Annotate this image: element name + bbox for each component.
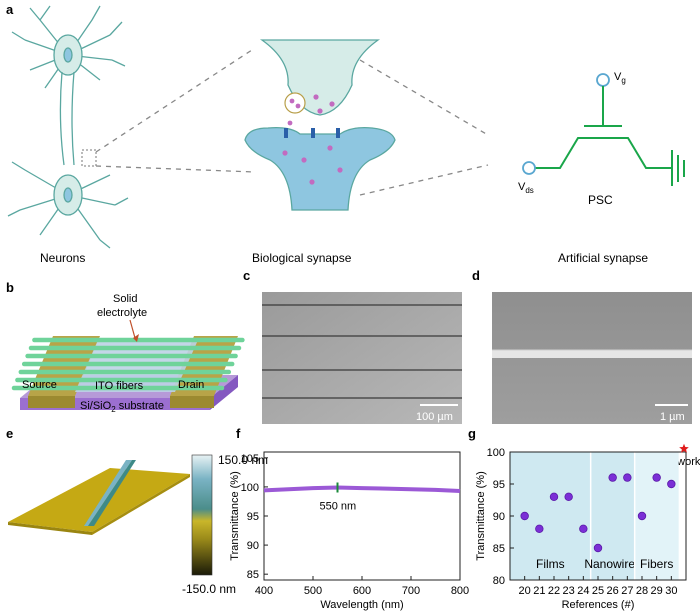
data-point [652, 473, 661, 482]
scale-bar-c: 100 µm [416, 411, 453, 423]
x-axis-label-g: References (#) [562, 599, 635, 611]
artificial-synapse-circuit [522, 73, 685, 186]
x-tick-label-g: 24 [577, 585, 589, 597]
panel-e: e 150.0 nm -150.0 nm [6, 426, 268, 596]
colorbar-bottom: -150.0 nm [182, 582, 236, 596]
label-substrate: Si/SiO2 substrate [80, 400, 164, 414]
label-solid: Solid [113, 293, 137, 305]
caption-biological: Biological synapse [252, 251, 352, 265]
panel-f-letter: f [236, 426, 241, 441]
data-point [667, 479, 676, 489]
y-tick-label-f: 105 [241, 453, 259, 465]
y-tick-label-g: 95 [493, 479, 505, 491]
zoom-lines [95, 47, 489, 196]
x-tick-label-g: 28 [636, 585, 648, 597]
panel-c: c 100 µm [243, 268, 462, 424]
y-tick-label-f: 85 [247, 569, 259, 581]
label-drain: Drain [178, 379, 204, 391]
this-work-star [679, 443, 689, 453]
plot-frame-f [263, 451, 461, 581]
panel-a-letter: a [6, 2, 14, 17]
x-axis-label-f: Wavelength (nm) [320, 599, 403, 611]
y-tick-label-f: 100 [241, 482, 259, 494]
data-point [520, 511, 529, 521]
data-point [564, 492, 573, 501]
annotation-550nm: 550 nm [320, 500, 357, 512]
y-tick-label-g: 80 [493, 575, 505, 587]
y-tick-label-g: 100 [487, 447, 505, 459]
panel-d-letter: d [472, 268, 480, 283]
y-axis-label-f: Transmittance (%) [229, 471, 241, 560]
y-tick-label-f: 95 [247, 511, 259, 523]
label-ito-fibers: ITO fibers [95, 380, 144, 392]
data-point [549, 492, 559, 501]
vg-label: Vg [614, 71, 626, 85]
label-electrolyte: electrolyte [97, 307, 147, 319]
chart-transmittance-wavelength: f 550 nm 400 500 600 700 800 85 90 95 100 105Wave… [229, 426, 469, 611]
data-point [535, 524, 544, 533]
panel-e-letter: e [6, 426, 13, 441]
x-tick-label-f: 700 [402, 585, 420, 597]
label-source: Source [22, 379, 57, 391]
y-axis-label-g: Transmittance (%) [475, 471, 487, 560]
neuron-illustration [7, 5, 129, 249]
x-tick-label-g: 25 [592, 585, 604, 597]
x-tick-label-g: 26 [607, 585, 619, 597]
data-point [637, 511, 647, 521]
x-tick-label-g: 29 [651, 585, 663, 597]
group-label: Fibers [640, 557, 673, 571]
caption-neurons: Neurons [40, 251, 85, 265]
group-label: Films [536, 557, 565, 571]
biological-synapse [244, 39, 396, 211]
x-tick-label-f: 600 [353, 585, 371, 597]
panel-d: d 1 µm [472, 268, 692, 424]
x-tick-label-g: 22 [548, 585, 560, 597]
data-point [608, 473, 617, 482]
data-point [579, 524, 588, 533]
panel-g-letter: g [468, 426, 476, 441]
scale-bar-d: 1 µm [660, 411, 685, 423]
series-line-f [263, 485, 461, 493]
x-tick-label-f: 500 [304, 585, 322, 597]
x-tick-label-g: 21 [533, 585, 545, 597]
psc-label: PSC [588, 193, 613, 207]
x-tick-label-g: 20 [519, 585, 531, 597]
y-tick-label-g: 90 [493, 511, 505, 523]
group-band [590, 452, 635, 580]
x-tick-label-g: 23 [563, 585, 575, 597]
data-point [623, 473, 632, 482]
panel-c-letter: c [243, 268, 250, 283]
colorbar-top: 150.0 nm [218, 453, 268, 467]
vds-label: Vds [518, 181, 534, 195]
data-point [593, 543, 603, 553]
colorbar [191, 454, 213, 576]
y-tick-label-g: 85 [493, 543, 505, 555]
panel-b-letter: b [6, 280, 14, 295]
ito-fibers [11, 337, 245, 391]
sem-image-c [262, 292, 462, 424]
caption-artificial: Artificial synapse [558, 251, 648, 265]
x-tick-label-g: 30 [665, 585, 677, 597]
chart-transmittance-references: g This work FilmsNanowiresFibers20212223… [468, 426, 700, 611]
x-tick-label-g: 27 [621, 585, 633, 597]
y-tick-label-f: 90 [247, 540, 259, 552]
x-tick-label-f: 800 [451, 585, 469, 597]
panel-b: b Solid electrolyte Source Drain ITO fib… [6, 280, 245, 414]
x-tick-label-f: 400 [255, 585, 273, 597]
panel-a: a [6, 2, 685, 265]
group-label: Nanowires [584, 557, 641, 571]
